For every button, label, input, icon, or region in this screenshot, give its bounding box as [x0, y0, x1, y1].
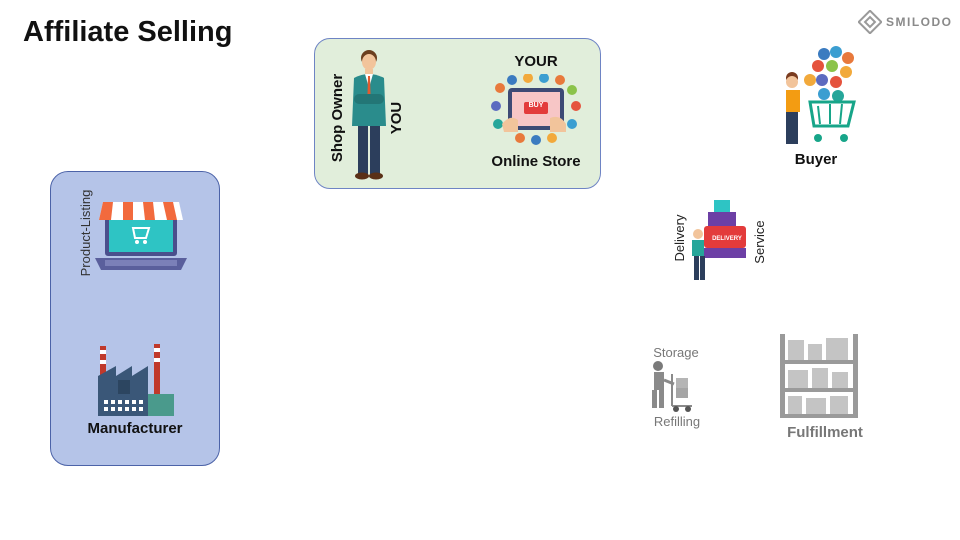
shop-owner-label: Shop Owner — [329, 73, 346, 163]
refilling-label: Refilling — [653, 414, 701, 429]
diamond-logo-icon — [858, 10, 882, 34]
brand-logo: SMILODO — [858, 10, 953, 34]
buyer-label: Buyer — [794, 151, 838, 168]
warehouse-shelf-icon — [780, 334, 858, 418]
online-store-label: Online Store — [491, 153, 581, 170]
buy-button: BUY — [528, 102, 544, 109]
storage-label: Storage — [653, 345, 699, 360]
shopper-cart-icon — [786, 46, 856, 144]
product-listing-label: Product-Listing — [78, 189, 93, 277]
delivery-man-icon — [692, 200, 746, 280]
your-label: YOUR — [514, 53, 558, 70]
you-label: YOU — [388, 101, 405, 135]
delivery-badge: DELIVERY — [712, 236, 742, 242]
logo-text: SMILODO — [886, 15, 953, 29]
manufacturer-label: Manufacturer — [87, 420, 183, 437]
hand-truck-icon — [652, 361, 692, 412]
delivery-label: Delivery — [672, 214, 687, 262]
factory-icon — [98, 344, 174, 416]
service-label: Service — [752, 220, 767, 264]
fulfillment-label: Fulfillment — [787, 424, 863, 441]
page-title: Affiliate Selling — [23, 16, 233, 48]
laptop-shop-icon — [95, 202, 187, 270]
businessman-icon — [352, 50, 386, 180]
tablet-store-icon — [491, 74, 581, 145]
